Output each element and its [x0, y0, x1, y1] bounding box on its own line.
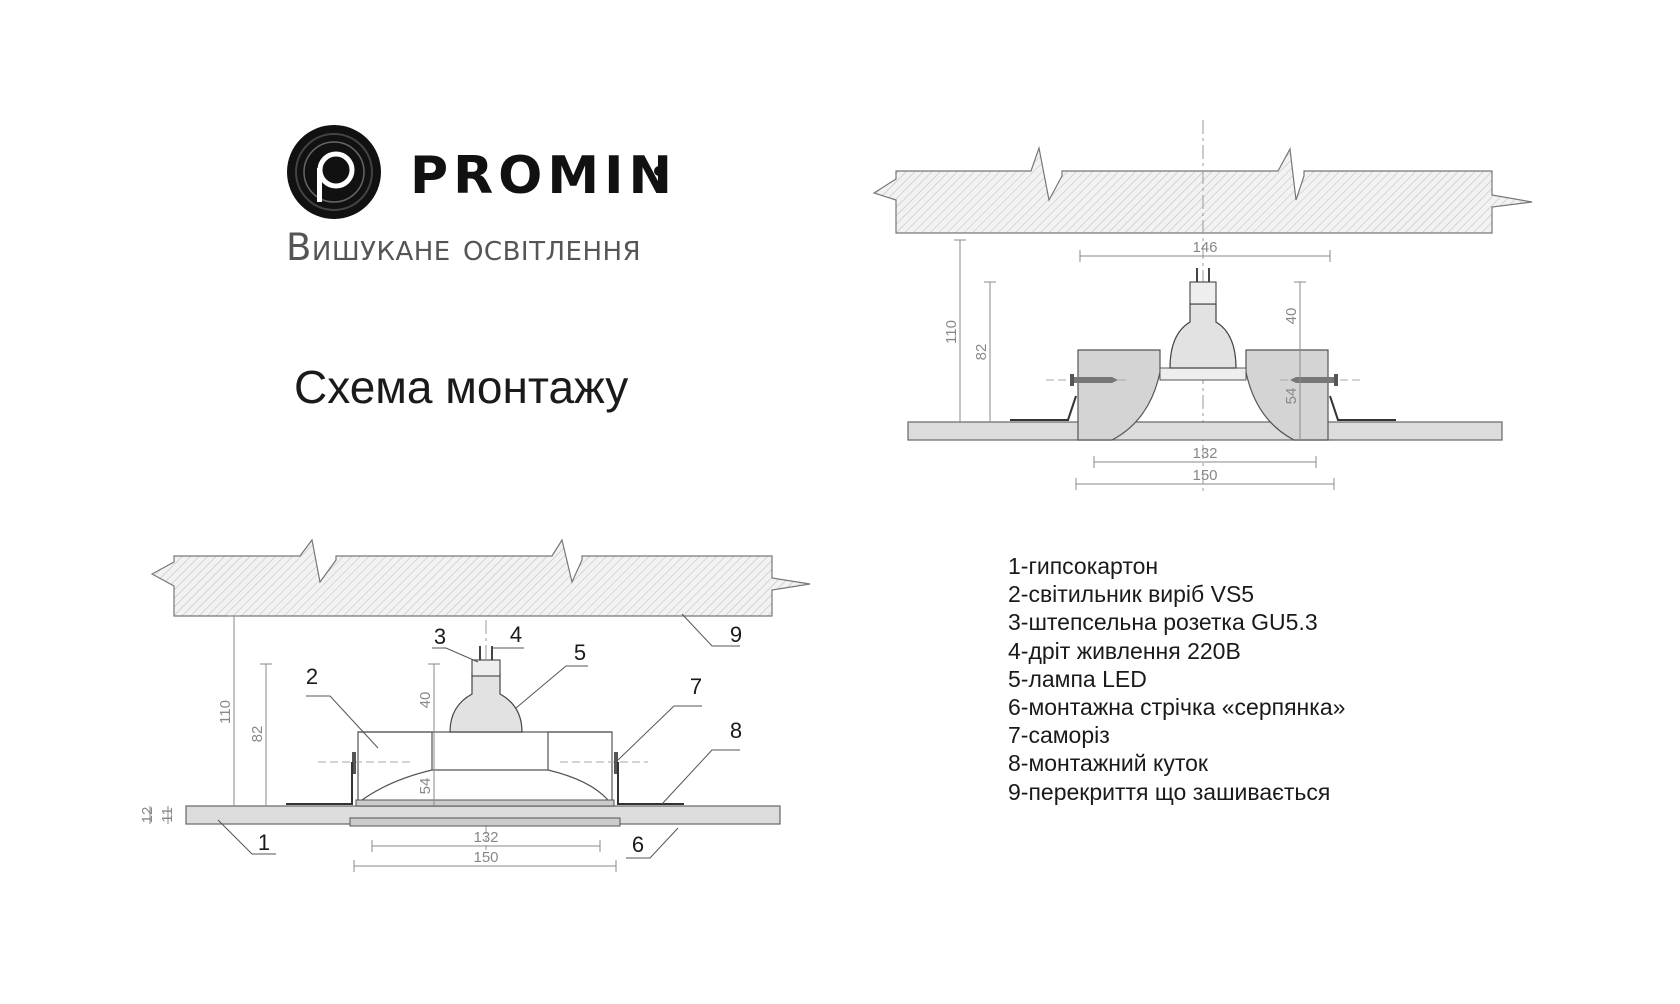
callout-4: 4 [510, 622, 522, 647]
brand-logo: PROMIN [286, 124, 706, 274]
bottom-dim-54: 54 [417, 778, 434, 795]
brand-tagline: Вишукане освітлення [286, 226, 642, 269]
callout-8: 8 [730, 718, 742, 743]
bottom-dim-11: 11 [159, 807, 176, 823]
top-lamp [1169, 303, 1237, 369]
legend-item: 2-світильник виріб VS5 [1008, 581, 1255, 608]
legend-item: 3-штепсельна розетка GU5.3 [1008, 609, 1318, 636]
legend-item: 9-перекриття що зашивається [1008, 778, 1331, 805]
bottom-housing [357, 731, 613, 807]
legend-item: 5-лампа LED [1008, 665, 1147, 692]
callout-2: 2 [306, 664, 318, 689]
bottom-drawing: 110 82 40 54 12 11 132 150 1 2 3 4 5 [139, 538, 811, 872]
parts-legend: 1-гипсокартон 2-світильник виріб VS5 3-ш… [1008, 552, 1345, 806]
callout-6: 6 [632, 832, 644, 857]
callout-9: 9 [730, 622, 742, 647]
bottom-dim-110: 110 [217, 700, 234, 724]
top-dim-110: 110 [943, 320, 960, 344]
top-dim-146: 146 [1192, 239, 1217, 256]
top-dim-150: 150 [1192, 467, 1217, 484]
bottom-dim-12: 12 [139, 807, 156, 824]
promin-logo-icon [287, 125, 381, 219]
brand-dot-icon [654, 166, 664, 176]
legend-item: 6-монтажна стрічка «серпянка» [1008, 694, 1346, 721]
top-dim-40: 40 [1283, 308, 1300, 325]
top-dim-132: 132 [1192, 445, 1217, 462]
legend-item: 4-дріт живлення 220В [1008, 637, 1241, 664]
legend-item: 8-монтажний куток [1008, 750, 1208, 777]
callout-3: 3 [434, 624, 446, 649]
callout-1: 1 [258, 830, 270, 855]
bottom-lamp [449, 673, 523, 733]
bottom-ceiling-slab [150, 538, 811, 617]
top-screw-right [1280, 374, 1362, 386]
top-dim-54: 54 [1283, 388, 1300, 405]
callout-5: 5 [574, 640, 586, 665]
page-title: Схема монтажу [294, 361, 629, 413]
bottom-dim-40: 40 [417, 692, 434, 709]
legend-item: 1-гипсокартон [1008, 553, 1159, 579]
top-screw-left [1046, 374, 1128, 386]
bottom-dim-82: 82 [249, 726, 266, 743]
callout-7: 7 [690, 674, 702, 699]
top-drawing: 146 110 82 40 54 132 150 [872, 120, 1533, 495]
top-dim-82: 82 [973, 344, 990, 361]
bottom-dim-150: 150 [473, 849, 498, 866]
bottom-dim-132: 132 [473, 829, 498, 846]
legend-item: 7-саморіз [1008, 722, 1110, 749]
brand-name: PROMIN [410, 146, 677, 206]
top-drywall [907, 421, 1503, 441]
top-housing-right [1245, 349, 1329, 441]
